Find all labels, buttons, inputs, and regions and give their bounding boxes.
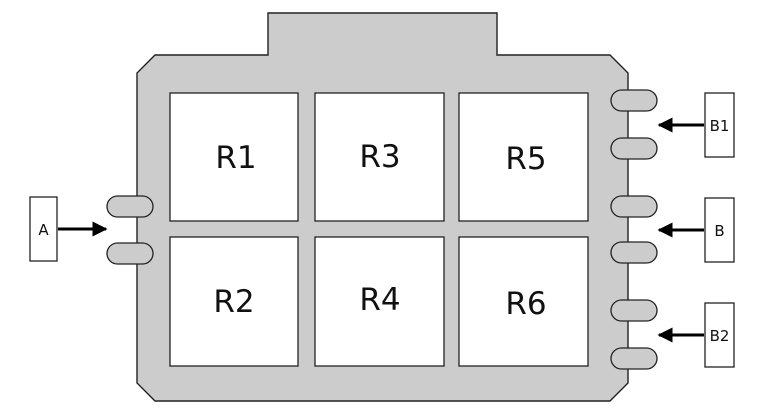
relay-r5-slot	[458, 92, 589, 222]
terminal-b-upper	[610, 195, 658, 218]
connector-b-box	[704, 197, 735, 263]
relay-r4-slot	[314, 236, 445, 367]
terminal-a-lower	[106, 242, 154, 265]
connector-b-label: B	[714, 222, 724, 240]
terminal-b1-upper	[610, 89, 658, 112]
relay-r1-slot	[169, 92, 299, 222]
terminal-b2-upper	[610, 299, 658, 322]
connector-b1-box	[704, 92, 735, 158]
connector-b2-box	[704, 302, 735, 368]
relay-r3-label: R3	[359, 139, 400, 175]
relay-r2-slot	[169, 236, 299, 367]
terminal-b-lower	[610, 241, 658, 264]
relay-r1-label: R1	[215, 140, 256, 176]
relay-r2-label: R2	[213, 284, 254, 320]
terminal-a-upper	[106, 195, 154, 218]
connector-a-box	[29, 196, 58, 262]
relay-r5-label: R5	[505, 141, 546, 177]
terminal-b1-lower	[610, 137, 658, 160]
connector-b2-label: B2	[710, 327, 730, 345]
connector-a-label: A	[38, 221, 49, 239]
relay-r3-slot	[314, 92, 445, 222]
relay-r6-label: R6	[505, 286, 546, 322]
relay-r4-label: R4	[359, 282, 400, 318]
relay-r6-slot	[458, 236, 589, 367]
connector-b1-label: B1	[710, 117, 730, 135]
terminal-b2-lower	[610, 347, 658, 370]
